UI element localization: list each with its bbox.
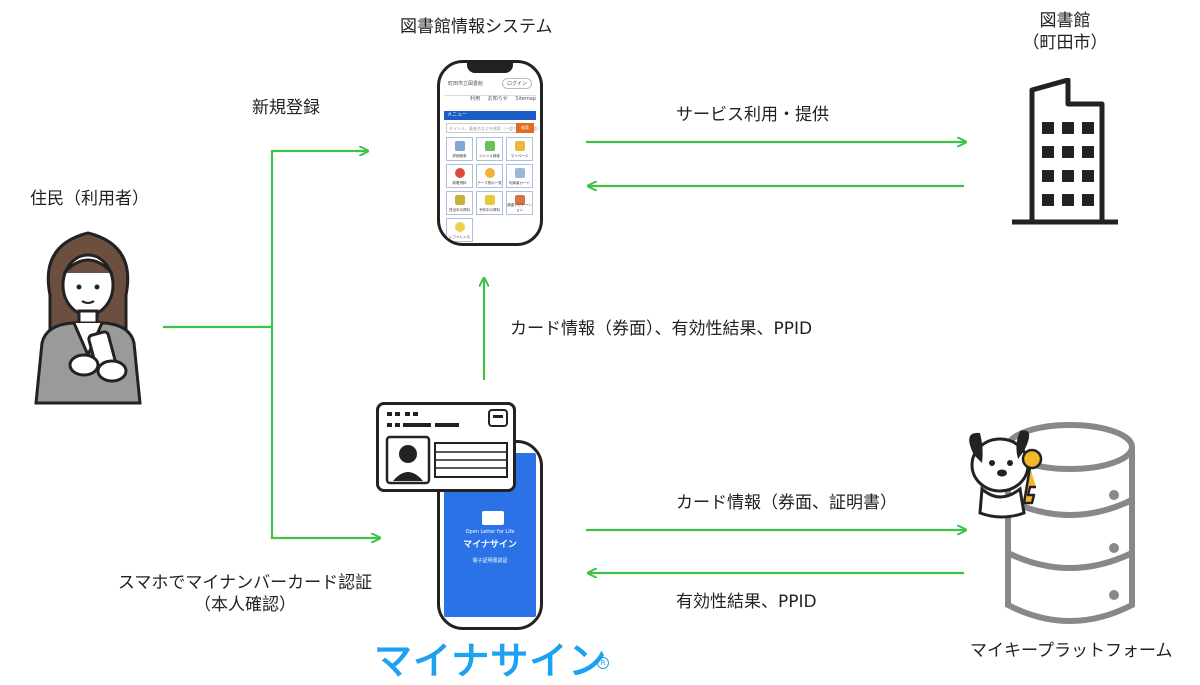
phone-header-title: 町田市立図書館 <box>448 81 484 87</box>
tile-label: 詳細検索 <box>452 154 467 158</box>
mynumber-card <box>376 402 516 492</box>
tile-label: テーマ別の一覧 <box>477 181 502 185</box>
library-name: 図書館 <box>1039 11 1091 31</box>
phone-tile[interactable]: 詳細検索 <box>446 137 473 161</box>
search-icon <box>455 141 465 151</box>
library-title: 図書館 （町田市） <box>1010 10 1120 54</box>
mynasign-app-name: マイナサイン <box>463 540 517 550</box>
edge-label-card-info-cert: カード情報（券面、証明書） <box>676 493 897 513</box>
phone-header: 町田市立図書館 ログイン <box>444 75 536 96</box>
new-badge-icon <box>455 168 465 178</box>
tile-label: 貸出中の資料 <box>449 208 470 212</box>
card-face <box>385 409 508 485</box>
edge-label-card-info-result: カード情報（券面）、有効性結果、PPID <box>510 319 813 339</box>
card-icon <box>515 168 525 178</box>
system-title: 図書館情報システム <box>400 17 553 37</box>
resident-illustration <box>34 231 142 405</box>
phone-search-button[interactable]: 検索 <box>516 123 534 133</box>
library-city: （町田市） <box>1022 33 1108 54</box>
tile-label: 予約中の資料 <box>479 208 500 212</box>
library-system-phone: 町田市立図書館 ログイン 利用 お知らせ Sitemap メニュー タイトル、著… <box>437 60 543 246</box>
phone-nav-item[interactable]: お知らせ <box>487 96 508 102</box>
phone-tile[interactable]: 予約中の資料 <box>476 191 503 215</box>
phone-nav: 利用 お知らせ Sitemap <box>444 95 536 109</box>
resident-title: 住民（利用者） <box>30 189 149 209</box>
mynasign-logo: マイナサイン <box>374 639 608 683</box>
phone-tile[interactable]: 利用者カード <box>506 164 533 188</box>
edge-label-register: 新規登録 <box>252 98 320 118</box>
theme-icon <box>485 168 495 178</box>
phone-search-input[interactable]: タイトル、著者名などを検索（一部でも検索可能） 検索 <box>446 123 540 133</box>
card-icon <box>482 511 504 525</box>
arrow-to-mynasign <box>270 327 380 538</box>
phone-tile[interactable]: レファレンス <box>446 218 473 242</box>
phone-tile[interactable]: テーマ別の一覧 <box>476 164 503 188</box>
auth-caption-line2: （本人確認） <box>194 595 296 616</box>
books-icon <box>515 141 525 151</box>
tile-label: 調査ナビゲーション <box>507 203 532 212</box>
phone-notch <box>467 63 513 73</box>
lending-icon <box>455 195 465 205</box>
dog-mascot-icon <box>969 430 1043 519</box>
arrow-to-system <box>270 151 368 327</box>
key-icon <box>1021 448 1043 505</box>
phone-nav-item[interactable]: Sitemap <box>515 96 536 102</box>
auth-caption: スマホでマイナンバーカード認証 （本人確認） <box>100 572 390 616</box>
mynasign-sub: 電子証明書認証 <box>472 558 508 564</box>
library-building-icon <box>1012 78 1118 225</box>
genre-icon <box>485 141 495 151</box>
phone-tile[interactable]: 新着資料 <box>446 164 473 188</box>
phone-menu-bar: メニュー <box>444 111 536 120</box>
reserve-icon <box>485 195 495 205</box>
tile-label: ジャンル検索 <box>479 154 500 158</box>
edge-label-validity: 有効性結果、PPID <box>676 592 817 612</box>
search-placeholder: タイトル、著者名などを検索（一部でも検索可能） <box>449 126 541 131</box>
edge-label-service: サービス利用・提供 <box>676 105 829 125</box>
platform-database-icon <box>969 422 1135 624</box>
tile-label: 新着資料 <box>452 181 467 185</box>
research-icon <box>515 195 525 205</box>
platform-title: マイキープラットフォーム <box>970 641 1173 661</box>
phone-tile[interactable]: 貸出中の資料 <box>446 191 473 215</box>
mynasign-tagline: Open Letter for Life <box>465 529 515 535</box>
phone-login-button[interactable]: ログイン <box>501 78 532 89</box>
phone-tile[interactable]: 調査ナビゲーション <box>506 191 533 215</box>
phone-tile[interactable]: マイページ <box>506 137 533 161</box>
tile-label: マイページ <box>510 154 529 158</box>
tile-label: 利用者カード <box>509 181 530 185</box>
auth-caption-line1: スマホでマイナンバーカード認証 <box>117 573 373 593</box>
registered-mark-icon: R <box>597 657 609 669</box>
tile-label: レファレンス <box>449 235 470 239</box>
lightbulb-icon <box>455 222 465 232</box>
phone-nav-item[interactable]: 利用 <box>470 96 481 102</box>
phone-tile[interactable]: ジャンル検索 <box>476 137 503 161</box>
